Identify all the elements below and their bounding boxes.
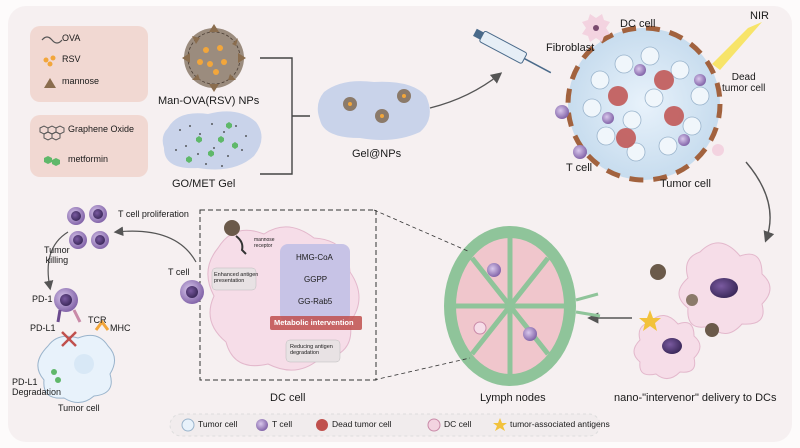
lymph-nodes-label: Lymph nodes xyxy=(480,392,546,404)
legend-dc-cell-label: DC cell xyxy=(444,419,472,429)
t-cell-stray-icon xyxy=(555,105,569,119)
arrow-tcell-proliferation xyxy=(113,226,197,263)
legend-ova-label: OVA xyxy=(62,33,81,43)
nir-label: NIR xyxy=(750,10,769,22)
t-cell-killer-icon xyxy=(54,288,82,323)
tumor-killing-label: Tumor killing xyxy=(44,245,70,265)
dc-cell-stray-icon xyxy=(712,144,724,156)
legend-antigen-icon xyxy=(493,418,507,431)
nir-beam xyxy=(712,22,762,70)
mhc-icon xyxy=(94,319,110,331)
arrow-tumor-killing xyxy=(43,231,69,291)
metformin-icon xyxy=(44,156,60,166)
arrow-to-dcs xyxy=(745,161,775,243)
combine-bracket xyxy=(260,57,310,175)
tumor-cell-target-icon xyxy=(37,334,115,403)
ova-icon xyxy=(41,36,63,44)
gel-nps-label: Gel@NPs xyxy=(352,148,402,160)
t-cell-top-label: T cell xyxy=(566,162,593,174)
syringe-icon xyxy=(473,28,552,74)
mannose-icon xyxy=(44,78,56,88)
legend-rsv-label: RSV xyxy=(62,54,81,64)
legend-dc-cell-icon xyxy=(427,418,441,432)
tcr-label: TCR xyxy=(88,315,107,325)
pdl1-label: PD-L1 xyxy=(30,323,56,333)
dc-cell-zoom-box xyxy=(199,209,377,381)
tumor-cell-bottom-label: Tumor cell xyxy=(58,403,100,413)
legend-tumor-cell-label: Tumor cell xyxy=(198,419,238,429)
legend-t-cell-label: T cell xyxy=(272,419,293,429)
legend-tumor-cell-icon xyxy=(181,418,195,432)
t-cell-presenting-icon xyxy=(180,280,204,304)
zoom-line xyxy=(373,209,471,253)
dc-cell-bottom-label: DC cell xyxy=(270,392,306,404)
legend-antigen-label: tumor-associated antigens xyxy=(510,419,610,429)
enhanced-antigen-label: Enhanced antigen presentation xyxy=(214,272,259,285)
graphene-oxide-icon xyxy=(39,125,65,141)
fibroblast-label: Fibroblast xyxy=(546,42,595,54)
go-met-gel-illustration xyxy=(162,111,262,170)
legend-graphene-oxide-label: Graphene Oxide xyxy=(68,124,135,134)
legend-dead-tumor-cell-icon xyxy=(316,419,328,431)
metabolic-intervention-label: Metabolic intervention xyxy=(274,318,354,327)
legend-t-cell-icon xyxy=(256,419,268,431)
go-met-gel-label: GO/MET Gel xyxy=(172,178,236,190)
legend-mannose-label: mannose xyxy=(62,76,100,86)
mhc-label: MHC xyxy=(110,323,131,333)
t-cell-proliferation-label: T cell proliferation xyxy=(118,209,189,219)
tumor-site-illustration xyxy=(565,25,723,183)
t-cell-stray-icon xyxy=(573,145,587,159)
lymph-node-illustration xyxy=(444,226,601,386)
dc-cell-large-illustration xyxy=(207,220,362,371)
legend-dead-tumor-cell-label: Dead tumor cell xyxy=(332,419,392,429)
legend-metformin-label: metformin xyxy=(68,154,109,164)
dc-cell-delivery-illustration xyxy=(633,242,771,379)
zoom-line xyxy=(373,357,471,381)
reducing-antigen-label: Reducing antigen degradation xyxy=(290,344,333,357)
dc-cell-top-icon xyxy=(582,14,610,42)
ggpp-label: GGPP xyxy=(304,275,328,284)
tumor-cell-top-label: Tumor cell xyxy=(660,178,711,190)
pd1-pdl1-blocked-icon xyxy=(61,331,77,347)
dead-tumor-cell-label: Dead tumor cell xyxy=(722,72,766,94)
pdl1-degradation-label: PD-L1 Degradation xyxy=(12,377,62,397)
nano-intervenor-label: nano-"intervenor" delivery to DCs xyxy=(614,392,777,404)
rsv-icon xyxy=(43,55,56,67)
legend-box-nps xyxy=(30,26,148,102)
pd1-label: PD-1 xyxy=(32,294,53,304)
gel-nps-illustration xyxy=(317,81,430,140)
man-ova-nps-label: Man-OVA(RSV) NPs xyxy=(158,95,260,107)
t-cell-cluster-icon xyxy=(67,205,109,249)
man-ova-np-illustration xyxy=(182,24,246,92)
legend-bottom-box xyxy=(169,413,601,437)
mannose-receptor-label: mannose receptor xyxy=(254,237,275,249)
hmg-coa-label: HMG-CoA xyxy=(296,253,333,262)
t-cell-left-label: T cell xyxy=(168,267,190,277)
arrow-to-injection xyxy=(429,72,503,109)
dc-cell-top-label: DC cell xyxy=(620,18,656,30)
gg-rab5-label: GG-Rab5 xyxy=(298,297,333,306)
